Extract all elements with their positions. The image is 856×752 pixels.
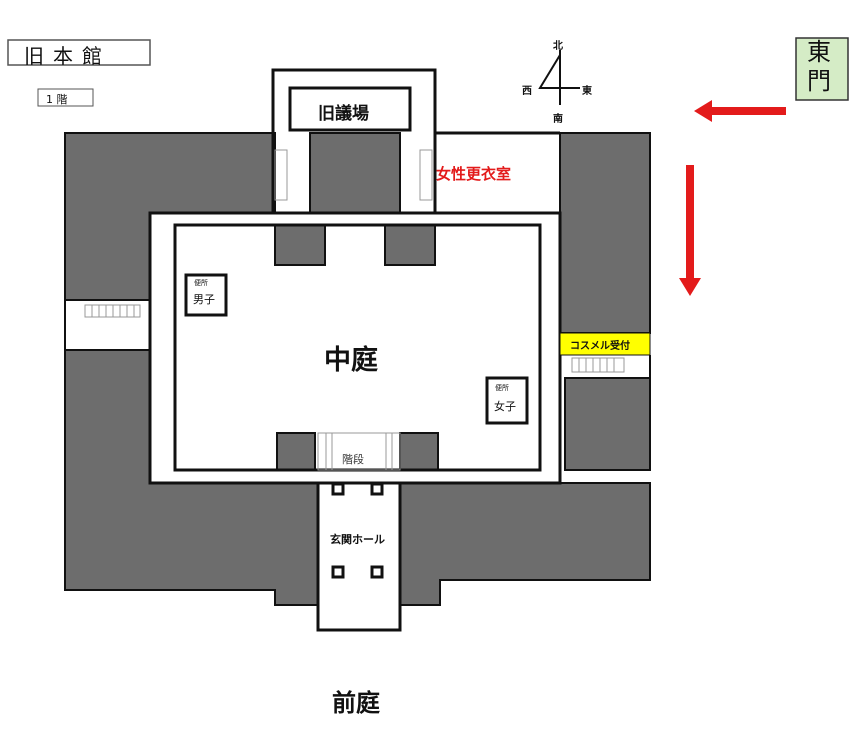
womens-toilet-label-top: 便所: [495, 384, 509, 392]
womens-toilet-label: 女子: [494, 400, 516, 413]
courtyard-block: [384, 224, 436, 266]
courtyard-block: [274, 224, 326, 266]
wing-northeast: [559, 132, 651, 334]
mens-toilet-label-top: 便所: [194, 279, 208, 287]
north-annex-wall: [271, 68, 437, 213]
entrance-hall-wall: [316, 483, 402, 632]
mens-toilet-label: 男子: [193, 293, 215, 306]
header-title-box: [7, 39, 151, 66]
stairs-label: 階段: [342, 453, 364, 466]
floor-label-box: [37, 88, 94, 107]
wing-east-lower: [564, 377, 651, 471]
womens-toilet-box: [485, 376, 529, 425]
compass-west: 西: [522, 86, 532, 97]
stairs-lines: [84, 149, 625, 471]
entrance-hall-label: 玄関ホール: [330, 533, 385, 546]
hall-block: [309, 132, 401, 214]
compass-icon: [538, 50, 580, 105]
wing-northwest: [64, 132, 276, 301]
floor-label: 1 階: [46, 93, 68, 106]
courtyard-block: [276, 432, 316, 471]
old-assembly-hall-label: 旧議場: [318, 104, 369, 124]
courtyard-block: [399, 432, 439, 471]
reception-box: [559, 332, 651, 356]
arrow-down-icon: [679, 165, 701, 296]
pillars: [331, 482, 384, 579]
old-assembly-hall-box: [288, 86, 412, 132]
wing-southwest: [64, 349, 319, 606]
east-gate-box: [795, 37, 849, 101]
east-gate-label: 東門: [807, 38, 831, 95]
compass-south: 南: [553, 114, 563, 125]
womens-changing-room-label: 女性更衣室: [436, 165, 512, 183]
courtyard-label: 中庭: [324, 345, 378, 376]
compass-north: 北: [553, 41, 563, 52]
reception-label: コスメル受付: [570, 341, 630, 352]
arrow-left-icon: [694, 100, 786, 122]
front-garden-label: 前庭: [332, 689, 380, 717]
wing-southeast: [399, 482, 651, 606]
compass-east: 東: [582, 86, 592, 97]
mens-toilet-box: [184, 273, 228, 317]
building-title: 旧本館: [24, 44, 111, 68]
